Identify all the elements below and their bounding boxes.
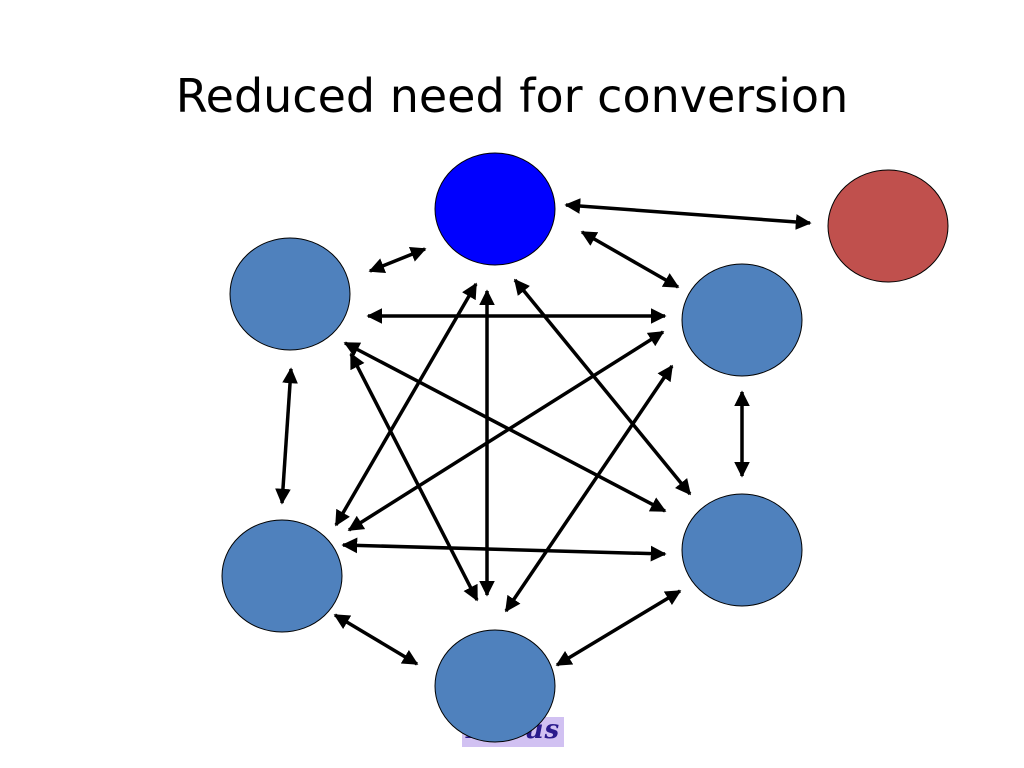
arrow-lower-left-bottom xyxy=(333,613,419,666)
arrows xyxy=(275,198,812,667)
nodes xyxy=(221,152,949,743)
arrow-hub-upper-right xyxy=(580,230,680,289)
hub-node xyxy=(434,152,556,266)
lower-left-node xyxy=(221,519,343,633)
upper-right-node xyxy=(681,263,803,377)
arrow-hub-lower-right xyxy=(513,278,692,496)
slide-title: Reduced need for conversion xyxy=(175,69,849,123)
arrow-hub-upper-left xyxy=(368,246,427,274)
arrow-upper-right-bottom xyxy=(504,364,674,613)
bottom-node xyxy=(434,629,556,743)
lower-right-node xyxy=(681,493,803,607)
arrow-hub-lower-left xyxy=(334,282,478,527)
arrow-upper-right-lower-left xyxy=(347,330,665,532)
arrow-bottom-lower-right xyxy=(555,589,682,667)
upper-left-node xyxy=(229,237,351,351)
arrow-hub-external xyxy=(564,198,812,230)
arrow-upper-left-lower-left xyxy=(275,367,298,505)
arrow-lower-left-lower-right xyxy=(341,537,667,562)
external-node xyxy=(827,169,949,283)
